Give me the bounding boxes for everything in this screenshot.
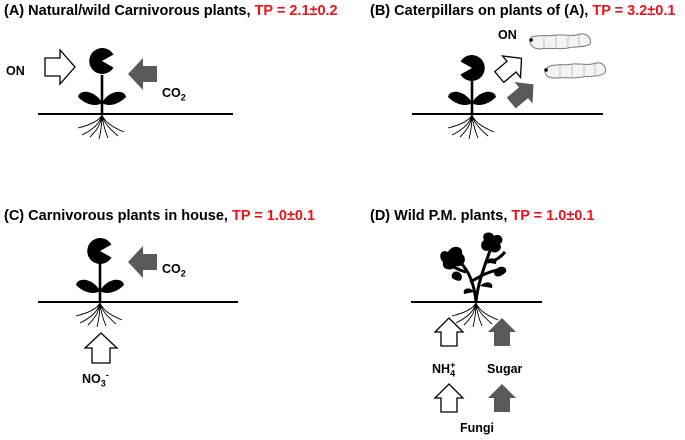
carnivorous-plant-icon	[76, 48, 128, 115]
panel-b-title: (B) Caterpillars on plants of (A), TP = …	[370, 3, 675, 19]
on-arrow-outline	[493, 55, 523, 84]
no3-label: NO3-	[82, 370, 109, 389]
panel-b	[412, 33, 606, 140]
panel-d	[411, 232, 542, 413]
on-arrow-outline	[44, 48, 76, 86]
roots	[75, 302, 123, 328]
roots	[447, 114, 495, 140]
co2-arrow-filled	[128, 58, 157, 90]
panel-b-title-text: (B) Caterpillars on plants of (A),	[370, 3, 593, 19]
panel-d-title: (D) Wild P.M. plants, TP = 1.0±0.1	[370, 208, 594, 224]
panel-c-title: (C) Carnivorous plants in house, TP = 1.…	[4, 208, 315, 224]
panel-a	[38, 48, 233, 140]
panel-a-tp: TP = 2.1±0.2	[254, 3, 338, 19]
panel-d-title-text: (D) Wild P.M. plants,	[370, 208, 512, 224]
caterpillar-icon	[529, 33, 591, 50]
nh4-label: NH4+	[432, 360, 456, 379]
on-label: ON	[6, 64, 25, 78]
roots	[451, 302, 499, 328]
no3-arrow-outline	[83, 332, 119, 364]
panel-a-title-text: (A) Natural/wild Carnivorous plants,	[4, 3, 255, 19]
sugar-label: Sugar	[487, 362, 523, 376]
on-label: ON	[498, 28, 517, 42]
panel-c-title-text: (C) Carnivorous plants in house,	[4, 208, 232, 224]
fungi-label: Fungi	[460, 421, 495, 435]
caterpillar-icon	[544, 62, 606, 79]
sugar-arrow-filled	[488, 318, 516, 346]
sugar-arrow-filled-lower	[488, 384, 516, 412]
filled-arrow	[506, 81, 534, 109]
co2-label: CO2	[162, 262, 186, 279]
panel-a-title: (A) Natural/wild Carnivorous plants, TP …	[4, 3, 338, 19]
roots	[77, 114, 125, 140]
nh4-arrow-outline-lower	[433, 383, 465, 413]
carnivorous-plant-icon	[74, 238, 126, 303]
panel-d-tp: TP = 1.0±0.1	[511, 208, 595, 224]
panel-c-tp: TP = 1.0±0.1	[232, 208, 316, 224]
co2-arrow-filled	[128, 246, 157, 278]
carnivorous-plant-icon	[446, 55, 498, 115]
nh4-arrow-outline	[433, 317, 465, 347]
flowering-plant-icon	[440, 232, 507, 302]
panel-b-tp: TP = 3.2±0.1	[592, 3, 676, 19]
panel-c	[38, 238, 238, 364]
co2-label: CO2	[162, 86, 186, 103]
